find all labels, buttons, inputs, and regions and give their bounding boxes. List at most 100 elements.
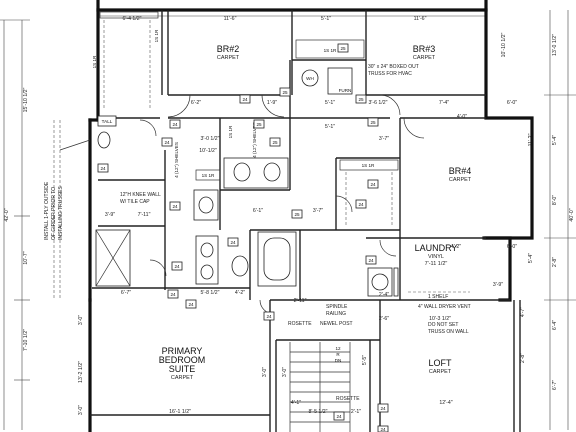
tag-3: 25 [282, 90, 288, 95]
room-loft-finish: CARPET [429, 369, 452, 375]
dim-right-inner-1: 10'-10 1/2" [501, 32, 507, 57]
closets: 1S 1R 1S 1R 1S 1R 1S 1R 1S 1R 1S 1R 4 (1… [92, 11, 399, 226]
tag-21: 24 [188, 302, 194, 307]
dim-lower-7: 16'-1 1/2" [169, 409, 191, 415]
interior-dimensions: 6'-2" 1'-9" 5'-1" 3'-6 1/2" 7'-4" 3'-0 1… [105, 100, 517, 415]
dim-right-inner-4: 4'-7" [520, 307, 526, 317]
dim-hall-4: 3'-7" [379, 136, 389, 142]
room-labels: BR#2 CARPET BR#3 CARPET BR#4 CARPET LAUN… [159, 44, 472, 381]
dim-lower-9: 3'-9" [493, 282, 503, 288]
tag-9: 25 [272, 140, 278, 145]
tag-16: 24 [336, 414, 342, 419]
sink-icon [198, 196, 214, 214]
sink-icon [233, 162, 251, 182]
room-br4-finish: CARPET [449, 177, 472, 183]
note-newel-post: NEWEL POST [320, 321, 353, 327]
dim-right-3: 8'-0" [552, 195, 558, 205]
staircase: 12 R DN SPINDLE RAILING NEWEL POST ROSET… [288, 304, 360, 432]
tag-4: 25 [358, 97, 364, 102]
tag-20: 24 [174, 264, 180, 269]
shelves-label-2: 4 (12") SHELVES [252, 122, 257, 158]
washer-drum-icon [371, 273, 389, 291]
room-primary-line1: PRIMARY [162, 346, 203, 356]
dim-lower-5: 2'-1" [351, 409, 361, 415]
dim-left-6: 3'-0" [78, 405, 84, 415]
room-br2-finish: CARPET [217, 55, 240, 61]
tall-label: TALL [102, 119, 113, 124]
laundry-fixtures: 1 SHELF 4" WALL DRYER VENT DO NOT SET TR… [367, 267, 471, 335]
sr-label-4: 1S 1R [202, 173, 215, 178]
dim-right-6: 6'-7" [552, 380, 558, 390]
dim-left-3: 7'-10 1/2" [23, 329, 29, 351]
sink-icon [263, 162, 281, 182]
dim-stair-2: 3'-0" [262, 367, 268, 377]
dim-br-1: 6'-2" [191, 100, 201, 106]
room-loft-name: LOFT [428, 358, 452, 368]
dim-mid-4: 3'-7" [313, 208, 323, 214]
toilet-icon [231, 255, 249, 277]
note-knee-wall-2: W/ TILE CAP [120, 199, 150, 205]
sr-label-2: 1S 1R [154, 29, 159, 42]
room-br3-name: BR#3 [413, 44, 436, 54]
tag-15: 24 [368, 258, 374, 263]
dim-br-3: 5'-1" [325, 100, 335, 106]
note-boxed-out-1: 30" x 24" BOXED OUT [368, 64, 419, 70]
dim-mid-5: 4'-2" [235, 290, 245, 296]
stair-risers: 12 [335, 346, 341, 351]
exterior-walls [88, 0, 534, 432]
dim-top-4: 11'-6" [414, 16, 427, 22]
room-primary-line2: BEDROOM [159, 355, 206, 365]
furnace-icon [327, 67, 353, 95]
note-spindle-1: SPINDLE [326, 304, 348, 310]
note-shelf: 1 SHELF [428, 294, 448, 300]
note-rosette-2: ROSETTE [336, 396, 360, 402]
tag-17: 24 [380, 406, 386, 411]
tag-19: 24 [358, 202, 364, 207]
dim-mid-1: 3'-9" [105, 212, 115, 218]
note-install-3: INSTALLING TRUSSES [58, 186, 64, 240]
water-heater-icon [301, 69, 319, 87]
tag-8: 24 [230, 240, 236, 245]
tag-13: 24 [266, 314, 272, 319]
tag-23: 25 [370, 120, 376, 125]
dim-lower-10: 6'-0" [507, 244, 517, 250]
dim-top-2: 11'-6" [224, 16, 237, 22]
stair-r: R [336, 352, 340, 357]
room-br2-name: BR#2 [217, 44, 240, 54]
dim-br-4: 3'-6 1/2" [369, 100, 388, 106]
note-install-2: OF GIRDER PRIOR TO [51, 187, 57, 240]
tag-14: 24 [370, 182, 376, 187]
dim-right-inner-5: 5'-4" [528, 253, 534, 263]
room-laundry-finish: VINYL [428, 254, 444, 260]
note-knee-wall-1: 12"H KNEE WALL [120, 192, 161, 198]
tag-18: 24 [380, 427, 386, 432]
dim-stair-1: 3'-0" [282, 367, 288, 377]
tag-5: 25 [340, 46, 346, 51]
stair-dn: DN [335, 358, 342, 363]
dim-mid-7: 5'-8 1/2" [201, 290, 220, 296]
dim-left-2: 10'-7" [23, 251, 29, 264]
dim-right-4: 2'-8" [552, 257, 558, 267]
toilet-icon [97, 131, 111, 149]
dim-hall-1: 3'-0 1/2" [201, 136, 220, 142]
dim-far-left: 42'-0" [4, 208, 10, 221]
dim-mid-2: 7'-11" [138, 212, 151, 218]
dim-stair-3: 5'-5" [362, 355, 368, 365]
dim-lower-4: 8'-5 1/2" [309, 409, 328, 415]
dim-left-5: 3'-0" [78, 315, 84, 325]
dim-lower-8: 12'-4" [439, 400, 452, 406]
sink-icon [200, 242, 214, 258]
dim-hall-5: 4'-0" [457, 114, 467, 120]
mechanical: WH FURN 30" x 24" BOXED OUT TRUSS FOR HV… [301, 64, 419, 95]
sink-icon [200, 264, 214, 280]
dim-right-1: 13'-0 1/2" [552, 34, 558, 56]
room-primary-finish: CARPET [171, 375, 194, 381]
dim-left-1: 15'-10 1/2" [23, 87, 29, 112]
note-do-not-set-1: DO NOT SET [428, 322, 458, 328]
sr-label-5: 1S 1R [362, 163, 375, 168]
tag-22: 25 [256, 122, 262, 127]
note-install-1: INSTALL 1-PLY OUTSIDE [44, 181, 50, 240]
tag-6: 24 [164, 140, 170, 145]
dim-lower-2: 2'-6" [379, 316, 389, 322]
